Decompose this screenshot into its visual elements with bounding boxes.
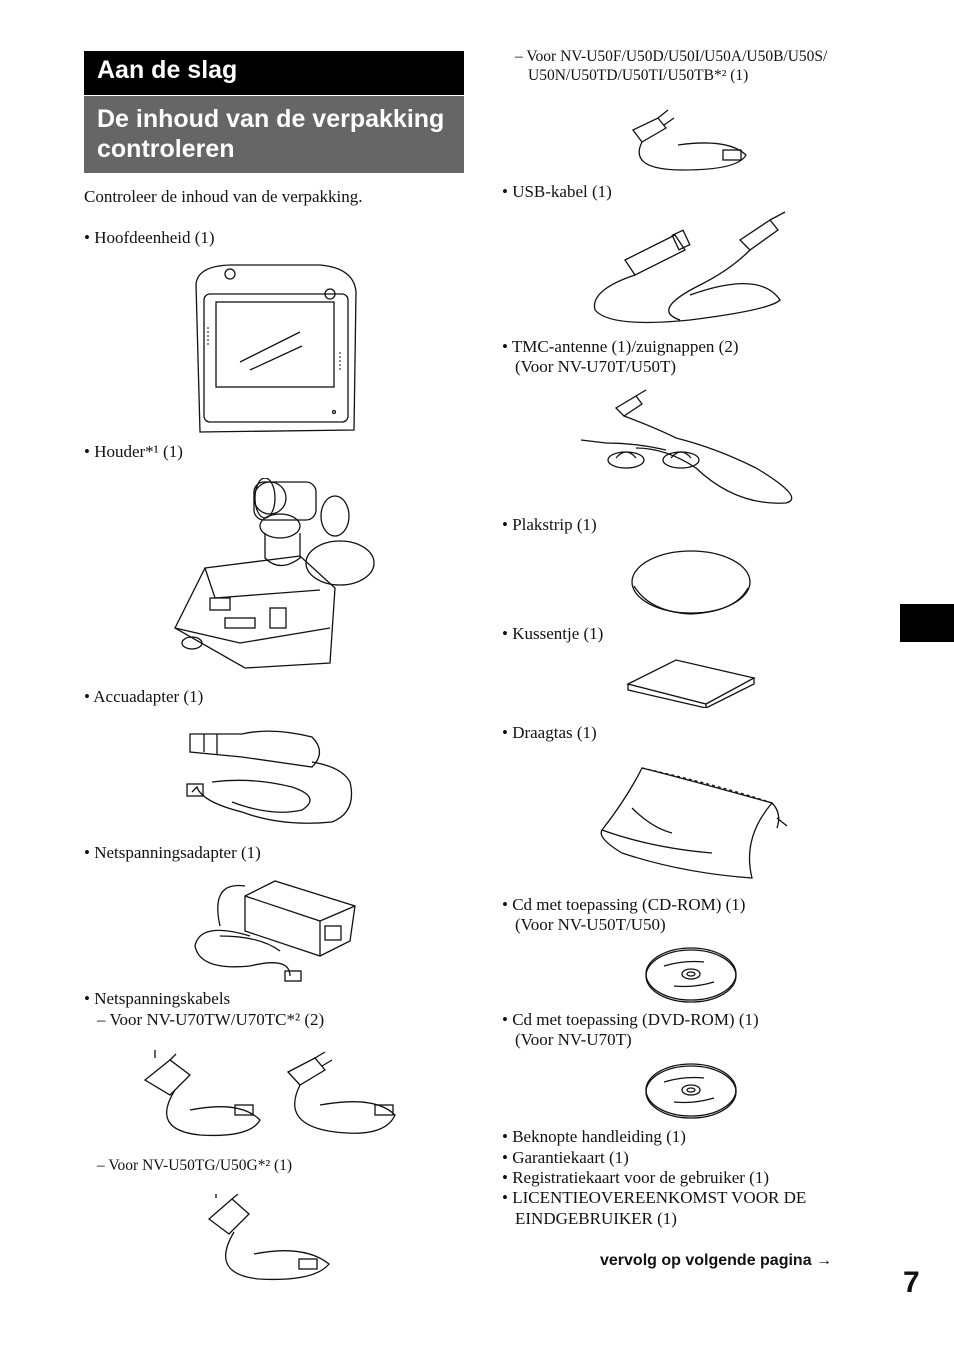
item-hoofdeenheid: • Hoofdeenheid (1) bbox=[84, 228, 215, 247]
main-unit-illustration bbox=[190, 262, 360, 437]
usb-cable-illustration bbox=[590, 210, 790, 332]
page-number: 7 bbox=[903, 1266, 920, 1299]
item-kabels-u50-line2: U50N/U50TD/U50TI/U50TB*² (1) bbox=[528, 67, 749, 84]
item-garantiekaart: • Garantiekaart (1) bbox=[502, 1148, 629, 1167]
item-netspanningsadapter: • Netspanningsadapter (1) bbox=[84, 843, 261, 862]
subsection-heading: De inhoud van de verpakking controleren bbox=[84, 96, 464, 173]
item-cd-line2: (Voor NV-U50T/U50) bbox=[515, 915, 666, 934]
kussentje-illustration bbox=[626, 656, 756, 708]
cd-rom-illustration bbox=[644, 946, 738, 1004]
plakstrip-illustration bbox=[630, 548, 752, 616]
item-licentie-line1: • LICENTIEOVEREENKOMST VOOR DE bbox=[502, 1188, 807, 1207]
continued-next-page[interactable]: vervolg op volgende pagina → bbox=[600, 1252, 833, 1269]
intro-text: Controleer de inhoud van de verpakking. bbox=[84, 187, 363, 206]
item-kabels-u70: – Voor NV-U70TW/U70TC*² (2) bbox=[97, 1010, 325, 1029]
item-plakstrip: • Plakstrip (1) bbox=[502, 515, 597, 534]
power-cable-u50tg-illustration bbox=[204, 1194, 340, 1286]
item-dvd-line1: • Cd met toepassing (DVD-ROM) (1) bbox=[502, 1010, 759, 1029]
item-draagtas: • Draagtas (1) bbox=[502, 723, 597, 742]
item-netspanningskabels: • Netspanningskabels bbox=[84, 989, 231, 1008]
item-tmc-line1: • TMC-antenne (1)/zuignappen (2) bbox=[502, 337, 739, 356]
ac-adapter-illustration bbox=[190, 876, 360, 988]
tmc-antenna-illustration bbox=[576, 388, 804, 508]
item-registratiekaart: • Registratiekaart voor de gebruiker (1) bbox=[502, 1168, 769, 1187]
item-accuadapter: • Accuadapter (1) bbox=[84, 687, 204, 706]
power-cable-u50-illustration bbox=[628, 100, 752, 176]
item-kabels-u50-line1: – Voor NV-U50F/U50D/U50I/U50A/U50B/U50S/ bbox=[515, 48, 828, 65]
item-licentie-line2: EINDGEBRUIKER (1) bbox=[515, 1209, 677, 1228]
item-cd-line1: • Cd met toepassing (CD-ROM) (1) bbox=[502, 895, 746, 914]
subsection-heading-line1: De inhoud van de verpakking bbox=[97, 105, 445, 133]
item-tmc-line2: (Voor NV-U70T/U50T) bbox=[515, 357, 677, 376]
car-adapter-illustration bbox=[182, 722, 362, 832]
item-houder: • Houder*¹ (1) bbox=[84, 442, 183, 461]
item-dvd-line2: (Voor NV-U70T) bbox=[515, 1030, 632, 1049]
power-cables-u70-illustration bbox=[140, 1050, 402, 1142]
holder-illustration bbox=[170, 478, 380, 678]
chapter-tab bbox=[900, 604, 954, 642]
section-heading: Aan de slag bbox=[84, 51, 464, 95]
item-kabels-u50tg: – Voor NV-U50TG/U50G*² (1) bbox=[97, 1157, 293, 1174]
item-usb: • USB-kabel (1) bbox=[502, 182, 612, 201]
item-kussentje: • Kussentje (1) bbox=[502, 624, 604, 643]
draagtas-illustration bbox=[592, 758, 792, 883]
subsection-heading-line2: controleren bbox=[97, 135, 235, 163]
item-beknopte: • Beknopte handleiding (1) bbox=[502, 1127, 686, 1146]
dvd-rom-illustration bbox=[644, 1062, 738, 1120]
